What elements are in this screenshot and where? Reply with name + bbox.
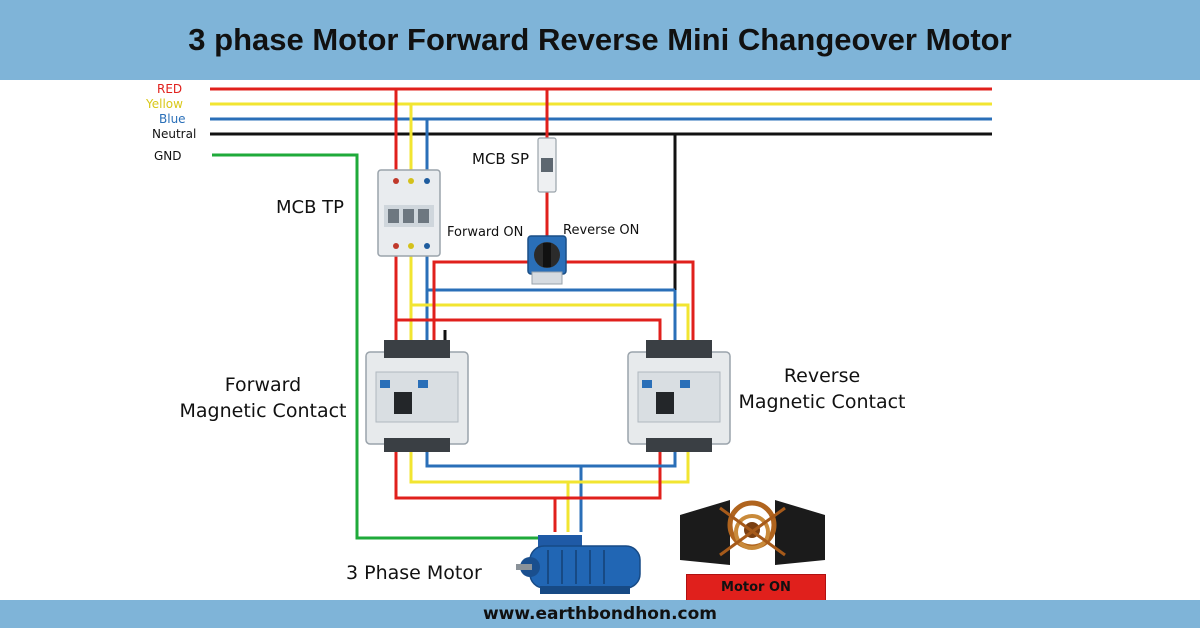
reverse-contact-label-line2: Magnetic Contact (738, 391, 906, 413)
gnd-wire (212, 153, 545, 540)
forward-on-label: Forward ON (447, 225, 524, 240)
reverse-on-label: Reverse ON (563, 223, 640, 238)
contactor-icon (365, 340, 469, 452)
motor-on-badge: Motor ON (686, 574, 826, 602)
motor-label: 3 Phase Motor (346, 562, 482, 584)
reverse-contact-label: Reverse Magnetic Contact (737, 363, 907, 415)
wire-label-gnd: GND (154, 149, 182, 163)
motor-winding-icon (680, 500, 825, 565)
wire-label-red: RED (157, 82, 183, 96)
forward-contact-label-line1: Forward (224, 374, 302, 396)
contactor-icon (627, 340, 731, 452)
title-banner: 3 phase Motor Forward Reverse Mini Chang… (0, 0, 1200, 80)
footer-url: www.earthbondhon.com (482, 604, 718, 624)
wire-label-neutral: Neutral (152, 127, 197, 141)
reverse-contact-label-line1: Reverse (783, 365, 861, 387)
wire-label-yellow: Yellow (146, 97, 183, 111)
motor-icon (516, 535, 641, 594)
forward-contact-label-line2: Magnetic Contact (179, 400, 347, 422)
page-title: 3 phase Motor Forward Reverse Mini Chang… (188, 22, 1012, 57)
selector-switch-icon (527, 235, 567, 285)
mcb-tp-icon (377, 169, 441, 257)
footer-banner: www.earthbondhon.com (0, 600, 1200, 628)
wire-label-blue: Blue (159, 112, 186, 126)
mcb-sp-icon (537, 137, 557, 193)
mcb-tp-label: MCB TP (276, 197, 345, 218)
forward-contact-label: Forward Magnetic Contact (178, 372, 348, 424)
mcb-sp-label: MCB SP (472, 150, 530, 168)
